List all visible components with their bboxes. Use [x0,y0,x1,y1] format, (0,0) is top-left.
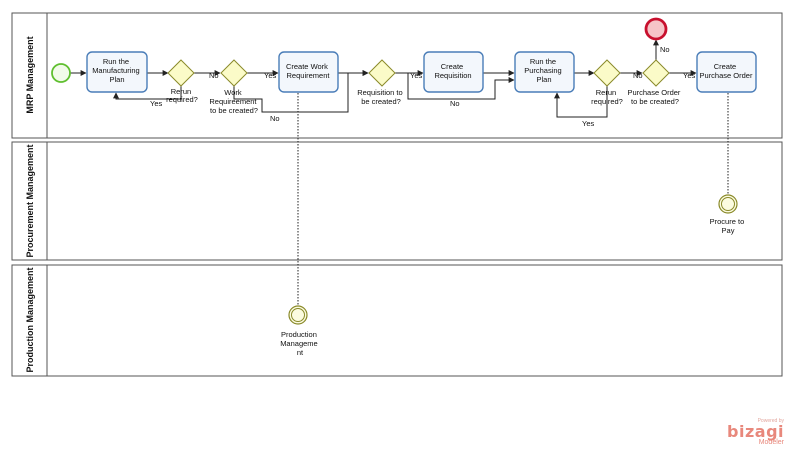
gateway-work-requirement[interactable] [220,59,248,87]
gateway-rerun-required-1[interactable] [167,59,195,87]
task-run-purchasing-plan-label: Run the Purchasing Plan [524,57,564,84]
gateway-requisition[interactable] [368,59,396,87]
associations [297,93,729,306]
flow-label-yes: Yes [264,71,276,80]
flow-label-no: No [660,45,670,54]
flow-rerun-yes [113,86,182,100]
flow-label-yes: Yes [683,71,695,80]
gateway-rerun-required-2[interactable] [593,59,621,87]
end-event[interactable] [644,17,668,41]
task-create-requisition-label: Create Requisition [434,62,471,80]
lane-procurement-management: Procurement Management [11,141,783,261]
powered-by-text: Powered by [757,418,784,424]
flow-label-yes: Yes [582,119,594,128]
flow-label-no: No [270,114,280,123]
gateway-rerun-1-label: Rerun required? [166,87,198,104]
bizagi-brand-text: bizagi [727,422,784,441]
intermediate-event-production[interactable] [288,305,308,325]
sequence-flows [70,39,697,118]
start-event[interactable] [51,63,71,83]
event-production-management-label: Production Manageme nt [280,330,320,357]
lane-title-procurement: Procurement Management [25,144,35,257]
flow-label-yes: Yes [150,99,162,108]
gateway-requisition-label: Requisition to be created? [357,88,405,106]
flow-requisition-no [407,73,515,100]
task-create-purchase-order-label: Create Purchase Order [700,62,753,80]
task-run-manufacturing-plan[interactable]: Run the Manufacturing Plan [86,51,148,93]
flow-label-no: No [209,71,219,80]
task-run-manufacturing-plan-label: Run the Manufacturing Plan [92,57,142,84]
modeler-text: Modeler [758,439,784,446]
lane-production-management: Production Management [11,264,783,377]
lane-title-mrp: MRP Management [25,36,35,113]
task-create-purchase-order[interactable]: Create Purchase Order [696,51,757,93]
gateway-rerun-2-label: Rerun required? [591,88,623,106]
gateway-purchase-order[interactable] [642,59,670,87]
task-create-requisition[interactable]: Create Requisition [423,51,484,93]
bizagi-logo: Powered by bizagi Modeler [727,418,784,447]
intermediate-event-procure-to-pay[interactable] [718,194,738,214]
task-run-purchasing-plan[interactable]: Run the Purchasing Plan [514,51,575,93]
task-create-work-requirement-label: Create Work Requirement [286,62,330,80]
event-procure-to-pay-label: Procure to Pay [710,217,747,235]
flow-label-no: No [633,71,643,80]
gateway-work-req-label: Work Requireement to be created? [209,88,258,115]
gateway-purchase-order-label: Purchase Order to be created? [627,88,682,106]
task-create-work-requirement[interactable]: Create Work Requirement [278,51,339,93]
lane-title-production: Production Management [25,267,35,372]
flow-label-no: No [450,99,460,108]
flow-label-yes: Yes [410,71,422,80]
flow-rerun2-yes [554,86,608,118]
